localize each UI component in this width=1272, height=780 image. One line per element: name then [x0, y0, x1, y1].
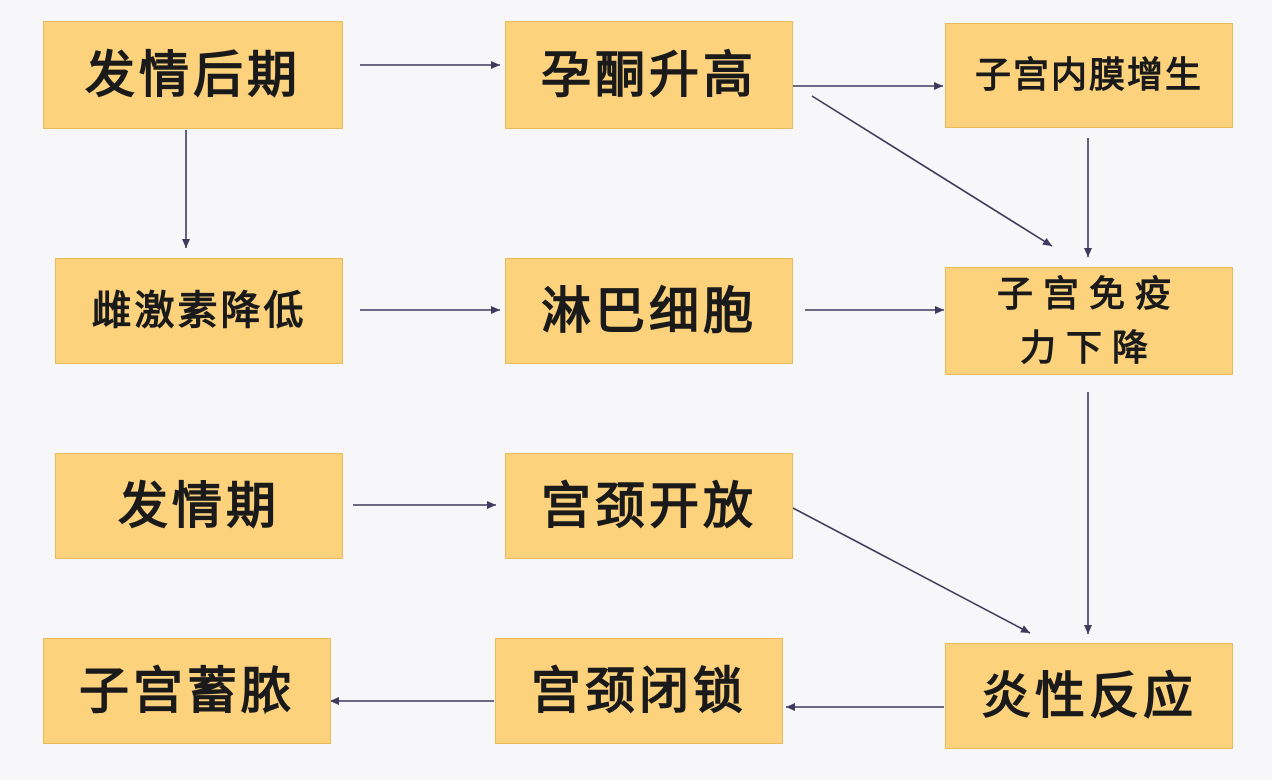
node-progesterone-up: 孕酮升高 — [505, 21, 793, 129]
node-estrogen-down: 雌激素降低 — [55, 258, 343, 364]
node-endometrium: 子宫内膜增生 — [945, 23, 1233, 128]
node-cervix-open: 宫颈开放 — [505, 453, 793, 559]
node-inflammation: 炎性反应 — [945, 643, 1233, 749]
arrow-progesterone-to-immunity — [811, 95, 1053, 247]
node-immunity-down: 子宫免疫力下降 — [945, 267, 1233, 375]
node-estrus: 发情期 — [55, 453, 343, 559]
node-estrus-post: 发情后期 — [43, 21, 343, 129]
arrow-cervix-open-to-inflammation — [792, 507, 1031, 634]
node-lymphocyte: 淋巴细胞 — [505, 258, 793, 364]
node-cervix-closed: 宫颈闭锁 — [495, 638, 783, 744]
node-pyometra: 子宫蓄脓 — [43, 638, 331, 744]
